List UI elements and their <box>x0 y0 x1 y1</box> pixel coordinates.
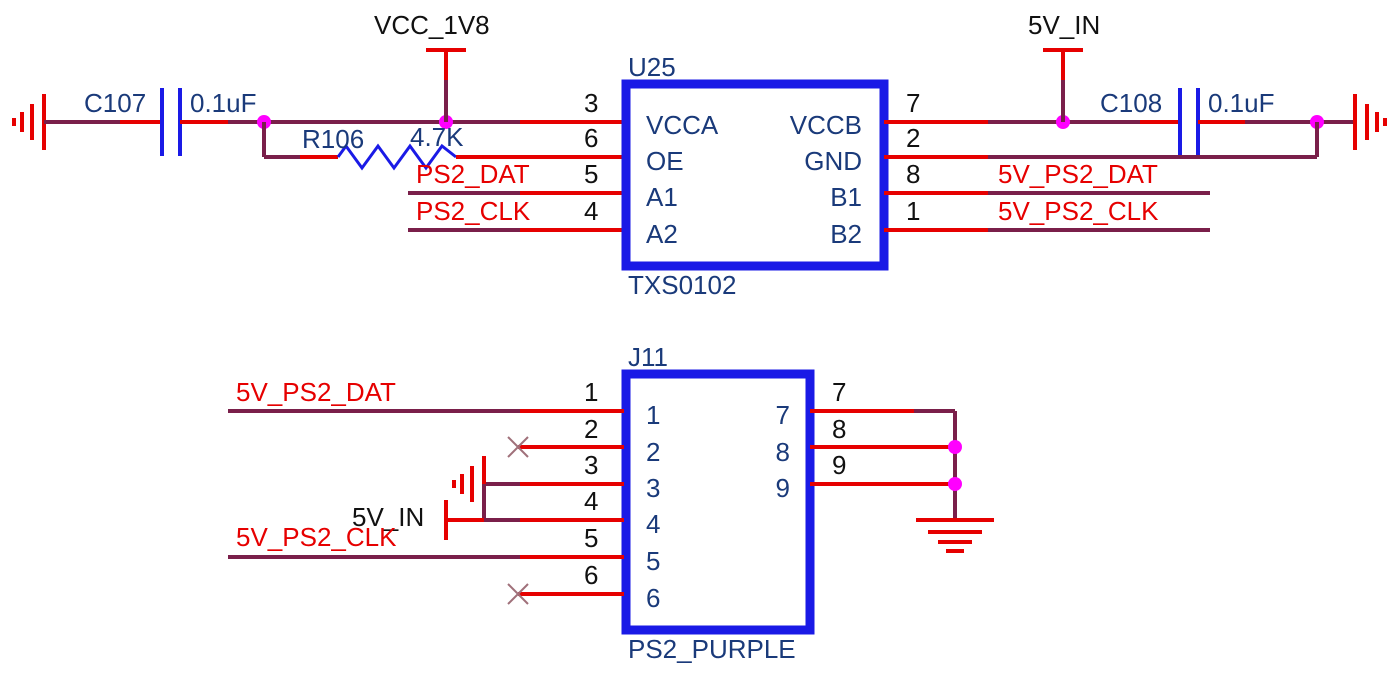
u25-pin-name: VCCA <box>646 110 719 140</box>
r106-ref: R106 <box>302 124 364 154</box>
c107-ground-symbol <box>12 94 46 150</box>
u25-pin-num: 2 <box>906 123 920 153</box>
j11-pin-num: 7 <box>832 377 846 407</box>
u25-pin-num: 1 <box>906 196 920 226</box>
j11-pin-num: 8 <box>832 414 846 444</box>
vcc-1v8-label: VCC_1V8 <box>374 10 490 40</box>
u25-part: TXS0102 <box>628 270 736 300</box>
c107-ref: C107 <box>84 88 146 118</box>
j11-part: PS2_PURPLE <box>628 634 796 664</box>
junction-dot <box>948 477 962 491</box>
u25-pin-num: 3 <box>584 88 598 118</box>
j11-pin-name: 4 <box>646 509 660 539</box>
u25-pin-num: 6 <box>584 123 598 153</box>
net-ps2-dat: PS2_DAT <box>416 159 530 189</box>
j11-pin-num: 3 <box>584 450 598 480</box>
vcc-1v8-power-port <box>426 48 466 122</box>
u25-pin-name: VCCB <box>790 110 862 140</box>
j11-pin3-ground-symbol <box>452 456 486 512</box>
j11-pin-name: 7 <box>776 400 790 430</box>
net-5v-ps2-dat: 5V_PS2_DAT <box>236 377 396 407</box>
net-5v-ps2-clk: 5V_PS2_CLK <box>236 522 397 552</box>
j11-pin-num: 5 <box>584 523 598 553</box>
j11-pin-name: 1 <box>646 400 660 430</box>
j11-shield-ground-symbol <box>916 518 994 553</box>
5v-in-label: 5V_IN <box>1028 10 1100 40</box>
c108-capacitor <box>1178 88 1200 156</box>
u25-pin-num: 7 <box>906 88 920 118</box>
net-5v-ps2-clk: 5V_PS2_CLK <box>998 196 1159 226</box>
u25-pin-name: GND <box>804 146 862 176</box>
j11-pin-name: 6 <box>646 583 660 613</box>
r106-value: 4.7K <box>410 122 464 152</box>
c108-ref: C108 <box>1100 88 1162 118</box>
j11-pin-name: 8 <box>776 437 790 467</box>
c107-capacitor <box>160 88 182 156</box>
j11-pin-num: 9 <box>832 450 846 480</box>
u25-pin-name: B2 <box>830 219 862 249</box>
c108-value: 0.1uF <box>1208 88 1275 118</box>
5v-in-power-port <box>1043 48 1083 122</box>
c107-value: 0.1uF <box>190 88 257 118</box>
u25-ref: U25 <box>628 52 676 82</box>
j11-pin-name: 2 <box>646 437 660 467</box>
j11-pin-name: 9 <box>776 473 790 503</box>
u25-pin-num: 8 <box>906 159 920 189</box>
no-connect-marker <box>507 436 529 458</box>
c108-ground-symbol <box>1353 94 1387 150</box>
j11-pin-name: 3 <box>646 473 660 503</box>
j11-5v-in-power-port <box>444 484 486 540</box>
j11-ref: J11 <box>628 342 668 372</box>
u25-pin-name: A2 <box>646 219 678 249</box>
j11-pin-num: 2 <box>584 414 598 444</box>
junction-dot <box>948 440 962 454</box>
j11-pin-name: 5 <box>646 546 660 576</box>
5v-in-label: 5V_IN <box>352 502 424 532</box>
j11-body <box>621 369 815 635</box>
j11-pin-num: 4 <box>584 486 598 516</box>
j11-pin-num: 1 <box>584 377 598 407</box>
u25-pin-num: 5 <box>584 159 598 189</box>
no-connect-marker <box>507 583 529 605</box>
u25-body <box>621 79 889 271</box>
u25-pin-num: 4 <box>584 196 598 226</box>
u25-pin-name: B1 <box>830 182 862 212</box>
u25-pin-name: OE <box>646 146 684 176</box>
j11-pin-num: 6 <box>584 560 598 590</box>
net-5v-ps2-dat: 5V_PS2_DAT <box>998 159 1158 189</box>
r106-resistor <box>336 143 457 171</box>
net-ps2-clk: PS2_CLK <box>416 196 531 226</box>
u25-pin-name: A1 <box>646 182 678 212</box>
